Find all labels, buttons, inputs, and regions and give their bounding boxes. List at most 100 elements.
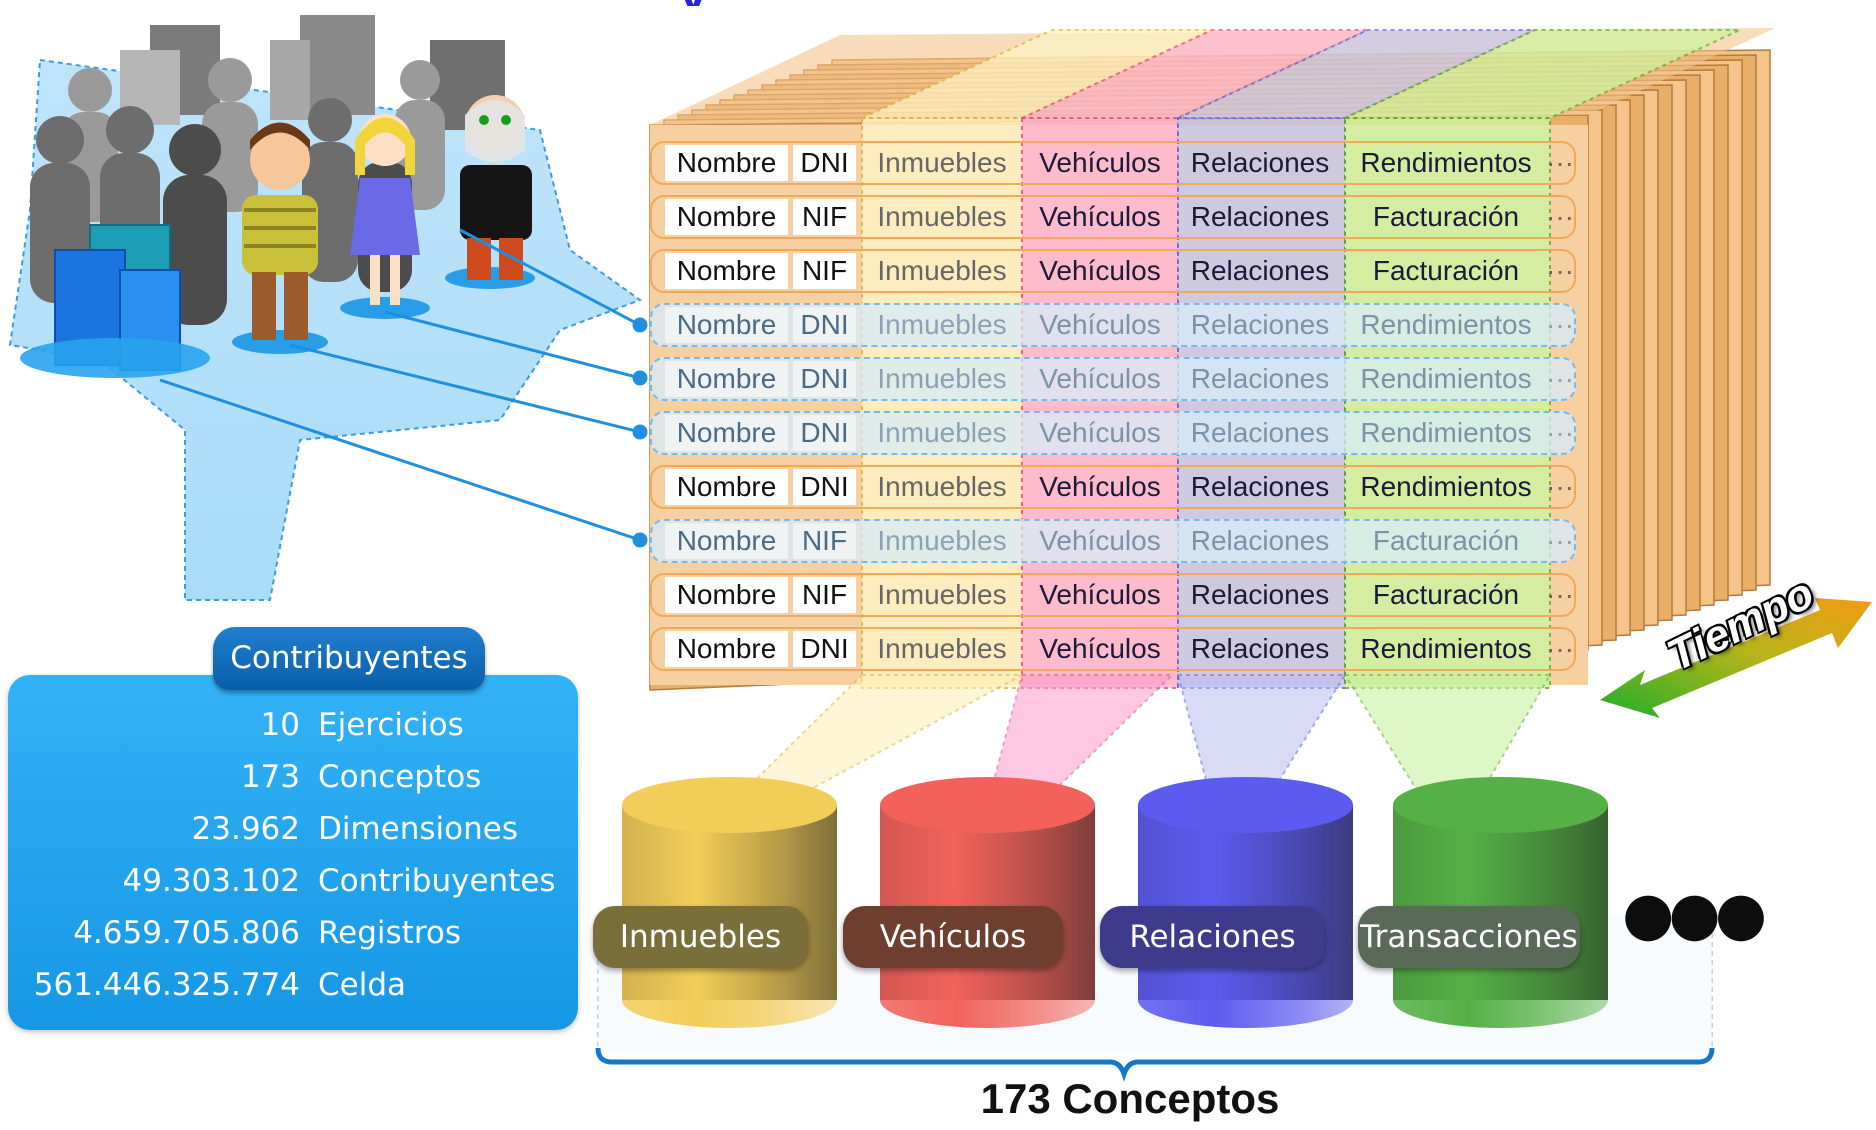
cell-more: ··· (1546, 201, 1572, 232)
database-label: Transacciones (1358, 906, 1580, 968)
cell-inmuebles: Inmuebles (877, 525, 1007, 556)
cell-income: Rendimientos (1360, 471, 1532, 502)
cell-vehiculos: Vehículos (1039, 471, 1161, 502)
cell-id-type: NIF (793, 523, 856, 559)
cell-inmuebles: Inmuebles (877, 201, 1007, 232)
cell-id-type: DNI (793, 361, 856, 397)
stat-value: 561.446.325.774 (33, 967, 300, 1003)
cell-id-type: DNI (793, 469, 856, 505)
stat-row: 173 Conceptos (8, 752, 578, 802)
cell-name: Nombre (665, 415, 788, 451)
cell-vehiculos: Vehículos (1039, 417, 1161, 448)
cylinder-top (1393, 777, 1608, 833)
cell-relaciones: Relaciones (1190, 633, 1330, 664)
cell-income: Rendimientos (1360, 633, 1532, 664)
stat-label: Conceptos (318, 759, 482, 795)
cell-more: ··· (1546, 579, 1572, 610)
row-frame (650, 465, 1576, 509)
cell-id-type: DNI (793, 631, 856, 667)
cell-inmuebles: Inmuebles (877, 471, 1007, 502)
stat-row: 4.659.705.806 Registros (8, 908, 578, 958)
cell-name: Nombre (665, 307, 788, 343)
contribuyentes-tab: Contribuyentes (213, 627, 485, 690)
stat-label: Contribuyentes (318, 863, 556, 899)
cell-vehiculos: Vehículos (1039, 255, 1161, 286)
cell-inmuebles: Inmuebles (877, 633, 1007, 664)
cell-id-type: DNI (793, 145, 856, 181)
cell-inmuebles: Inmuebles (877, 417, 1007, 448)
cell-income: Rendimientos (1360, 309, 1532, 340)
stat-value: 10 (260, 707, 300, 743)
cell-vehiculos: Vehículos (1039, 363, 1161, 394)
cell-more: ··· (1546, 633, 1572, 664)
cell-relaciones: Relaciones (1190, 201, 1330, 232)
cell-income: Facturación (1372, 579, 1520, 610)
cell-vehiculos: Vehículos (1039, 579, 1161, 610)
cell-name: Nombre (665, 577, 788, 613)
row-frame (650, 573, 1576, 617)
cylinder-top (622, 777, 837, 833)
row-frame (650, 627, 1576, 671)
stat-row: 561.446.325.774 Celda (8, 960, 578, 1010)
cell-inmuebles: Inmuebles (877, 147, 1007, 178)
cell-relaciones: Relaciones (1190, 309, 1330, 340)
cell-vehiculos: Vehículos (1039, 309, 1161, 340)
cell-income: Facturación (1372, 201, 1520, 232)
column-band-top (1021, 29, 1369, 119)
crowd-illustration (20, 15, 535, 378)
stat-label: Registros (318, 915, 461, 951)
more-databases-indicator: ●●● (1622, 879, 1767, 949)
cell-income: Facturación (1372, 255, 1520, 286)
cell-name: Nombre (665, 199, 788, 235)
cell-vehiculos: Vehículos (1039, 201, 1161, 232)
stat-label: Celda (318, 967, 407, 1003)
cell-more: ··· (1546, 417, 1572, 448)
stat-value: 173 (240, 759, 300, 795)
cell-relaciones: Relaciones (1190, 471, 1330, 502)
cell-more: ··· (1546, 309, 1572, 340)
cell-relaciones: Relaciones (1190, 579, 1330, 610)
cell-income: Rendimientos (1360, 363, 1532, 394)
cell-id-type: DNI (793, 415, 856, 451)
stat-label: Ejercicios (318, 707, 464, 743)
cell-id-type: NIF (793, 577, 856, 613)
cell-inmuebles: Inmuebles (877, 255, 1007, 286)
cell-vehiculos: Vehículos (1039, 633, 1161, 664)
cell-more: ··· (1546, 525, 1572, 556)
cell-relaciones: Relaciones (1190, 525, 1330, 556)
cell-name: Nombre (665, 631, 788, 667)
stat-row: 10 Ejercicios (8, 700, 578, 750)
cell-name: Nombre (665, 253, 788, 289)
stat-value: 4.659.705.806 (73, 915, 300, 951)
cell-name: Nombre (665, 145, 788, 181)
column-band (1177, 117, 1346, 689)
time-arrow (1600, 598, 1872, 718)
stat-label: Dimensiones (318, 811, 519, 847)
row-frame (650, 249, 1576, 293)
concepts-count-label: 173 Conceptos (980, 1075, 1280, 1122)
cell-more: ··· (1546, 147, 1572, 178)
row-frame (650, 195, 1576, 239)
cell-more: ··· (1546, 255, 1572, 286)
cell-income: Facturación (1372, 525, 1520, 556)
stat-value: 49.303.102 (122, 863, 301, 899)
row-frame (650, 141, 1576, 185)
cell-inmuebles: Inmuebles (877, 579, 1007, 610)
cell-more: ··· (1546, 471, 1572, 502)
cell-more: ··· (1546, 363, 1572, 394)
cell-income: Rendimientos (1360, 147, 1532, 178)
database-label: Inmuebles (593, 906, 808, 968)
funnels (737, 674, 1552, 796)
column-band (1344, 117, 1551, 689)
cell-id-type: NIF (793, 199, 856, 235)
cell-inmuebles: Inmuebles (877, 309, 1007, 340)
stat-row: 49.303.102 Contribuyentes (8, 856, 578, 906)
cell-relaciones: Relaciones (1190, 147, 1330, 178)
cylinder-top (880, 777, 1095, 833)
database-label: Vehículos (843, 906, 1063, 968)
cell-inmuebles: Inmuebles (877, 363, 1007, 394)
database-label: Relaciones (1100, 906, 1325, 968)
top-title-fragment: y (680, 0, 1240, 6)
